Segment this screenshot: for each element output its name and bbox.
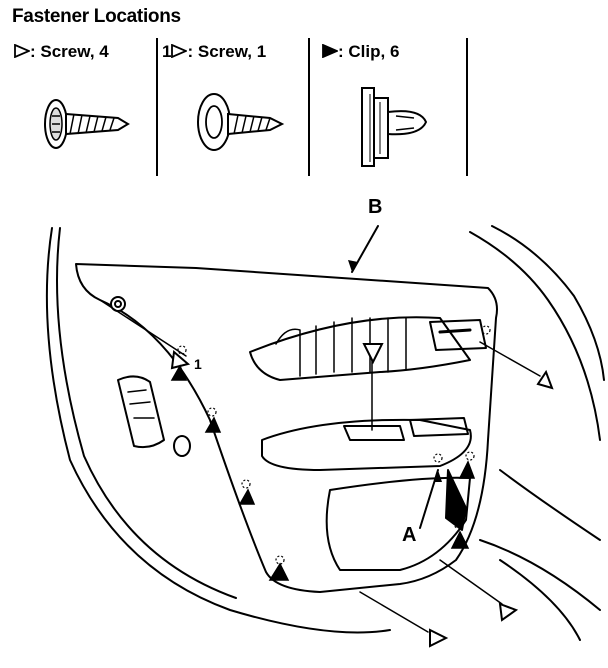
callout-screw-number: 1: [194, 356, 202, 372]
screw-marker-5: [498, 602, 519, 622]
flange-screw-illustration: [197, 93, 285, 151]
legend-item-screw-4: : Screw, 4: [0, 38, 158, 176]
filled-triangle-icon: [322, 43, 340, 63]
clip-marker-5: [458, 460, 476, 479]
fastener-legend: : Screw, 4 1 : Screw, 1 : Clip, 6: [0, 38, 470, 178]
legend-item-screw-1: 1 : Screw, 1: [158, 38, 310, 176]
clip-marker-2: [204, 416, 222, 433]
legend-label-screw-4: : Screw, 4: [30, 42, 109, 61]
legend-label-clip-6: : Clip, 6: [338, 42, 400, 61]
clip-marker-4: [268, 562, 290, 581]
clip-illustration: [361, 87, 428, 167]
callout-a: A: [402, 524, 417, 546]
clip-marker-6: [450, 530, 470, 549]
open-triangle-icon: [171, 43, 189, 63]
legend-prefix: 1: [162, 42, 172, 61]
clip-marker-1: [170, 364, 188, 381]
leader-arrowhead-a: [434, 470, 442, 482]
clip-marker-3: [238, 488, 256, 505]
screw-illustration: [44, 99, 130, 149]
legend-item-clip-6: : Clip, 6: [310, 38, 468, 176]
screw-marker-4: [429, 628, 449, 648]
legend-label-screw-1: : Screw, 1: [187, 42, 267, 61]
leader-arrowhead-b: [348, 260, 358, 272]
screw-marker-3: [536, 369, 554, 390]
page-title: Fastener Locations: [12, 6, 181, 27]
callout-b: B: [368, 196, 383, 218]
open-triangle-icon: [14, 43, 32, 63]
screw-marker-2: [362, 343, 384, 365]
